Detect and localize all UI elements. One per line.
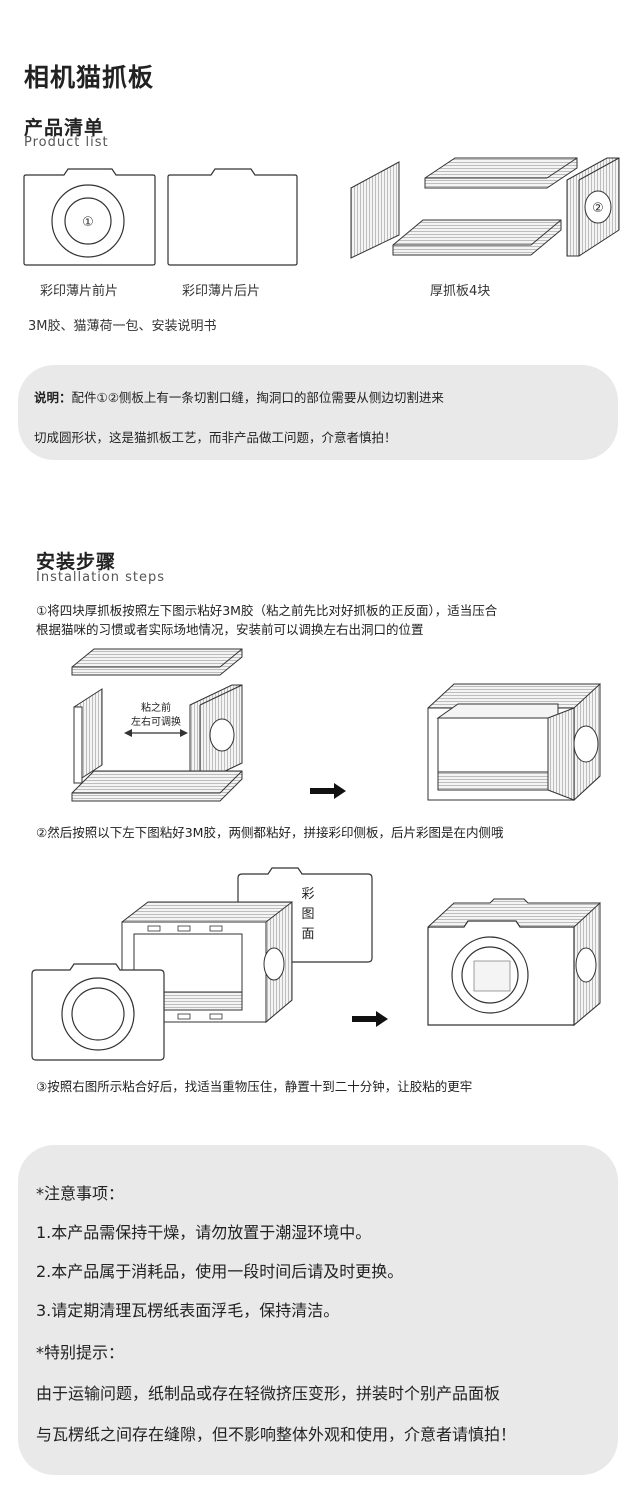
diagram2-label-1: 彩: [301, 887, 314, 902]
diagram1-label2: 左右可调换: [131, 715, 181, 728]
diagram2-label-3: 面: [301, 927, 314, 942]
back-panel-caption: 彩印薄片后片: [182, 284, 261, 299]
page-title: 相机猫抓板: [24, 63, 155, 92]
step3-text: ③按照右图所示粘合好后，找适当重物压住，静置十到二十分钟，让胶粘的更牢: [36, 1079, 473, 1094]
extras-text: 3M胶、猫薄荷一包、安装说明书: [28, 319, 217, 334]
front-panel-caption: 彩印薄片前片: [40, 284, 119, 299]
diagram2-label-2: 图: [301, 907, 314, 922]
front-panel-marker: ①: [82, 215, 94, 230]
notice-title: *注意事项：: [36, 1184, 125, 1203]
tip-item-1: 1.本产品需保持干燥，请勿放置于潮湿环境中。: [36, 1223, 372, 1242]
thick-boards-caption: 厚抓板4块: [430, 284, 491, 299]
product-list-subtitle: Product list: [24, 135, 109, 150]
tip-item-3: 3.请定期清理瓦楞纸表面浮毛，保持清洁。: [36, 1301, 340, 1320]
front-panel-illustration: ①: [23, 168, 156, 266]
step1-exploded-diagram: 粘之前 左右可调换: [71, 648, 243, 802]
note-prefix: 说明：: [34, 390, 72, 405]
step2-text: ②然后按照以下左下图粘好3M胶，两侧都粘好，拼接彩印侧板，后片彩图是在内侧哦: [36, 825, 504, 840]
note-line-1-text: 配件①②侧板上有一条切割口缝，掏洞口的部位需要从侧边切割进来: [71, 390, 444, 405]
step2-arrow: [352, 1011, 388, 1027]
diagram1-label1: 粘之前: [141, 701, 171, 714]
special-line-2: 与瓦楞纸之间存在缝隙，但不影响整体外观和使用，介意者请慎拍！: [36, 1425, 517, 1444]
thick-boards-illustration: ②: [350, 157, 620, 259]
step1-assembled-diagram: [427, 682, 601, 802]
install-subtitle: Installation steps: [36, 570, 166, 585]
note-line-1: 说明：配件①②侧板上有一条切割口缝，掏洞口的部位需要从侧边切割进来: [34, 387, 444, 406]
special-line-1: 由于运输问题，纸制品或存在轻微挤压变形，拼装时个别产品面板: [36, 1384, 501, 1403]
side-board-marker: ②: [592, 201, 604, 216]
step1-line2: 根据猫咪的习惯或者实际场地情况，安装前可以调换左右出洞口的位置: [36, 622, 424, 637]
step1-line1: ①将四块厚抓板按照左下图示粘好3M胶（粘之前先比对好抓板的正反面），适当压合: [36, 603, 498, 618]
product-list-title: 产品清单: [24, 117, 105, 139]
special-title: *特别提示：: [36, 1343, 125, 1362]
note-box: [18, 365, 618, 460]
step2-assembled-diagram: [427, 898, 601, 1027]
note-line-2: 切成圆形状，这是猫抓板工艺，而非产品做工问题，介意者慎拍！: [34, 430, 397, 445]
tip-item-2: 2.本产品属于消耗品，使用一段时间后请及时更换。: [36, 1262, 404, 1281]
install-title: 安装步骤: [36, 551, 117, 573]
back-panel-illustration: [167, 168, 298, 266]
step2-exploded-diagram: 彩 图 面: [31, 867, 373, 1061]
tips-box: [18, 1145, 618, 1475]
step1-arrow: [310, 783, 346, 799]
